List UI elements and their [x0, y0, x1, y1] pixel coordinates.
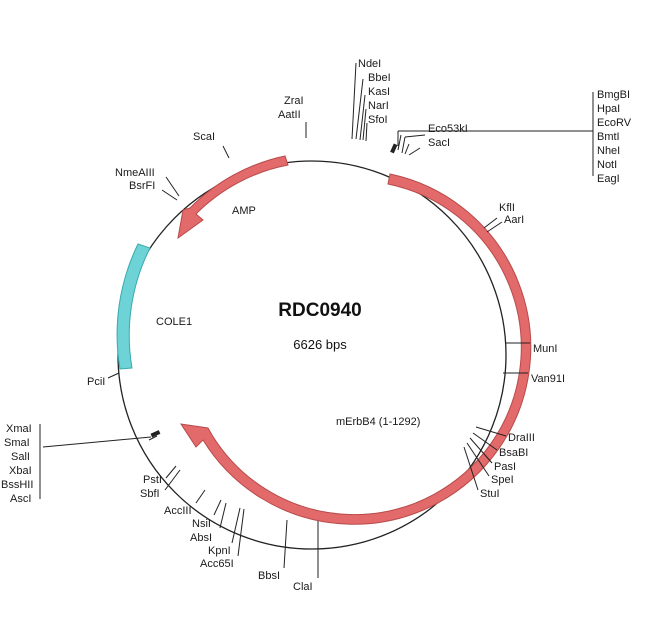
site-label: NdeI: [358, 58, 381, 70]
site-label: KflI: [499, 202, 515, 214]
site-group-eco53ki[interactable]: Eco53kI SacI: [401, 123, 468, 156]
site-group-van91i[interactable]: Van91I: [503, 372, 565, 385]
site-label: SacI: [428, 137, 450, 149]
erbb4-label: mErbB4 (1-1292): [336, 416, 420, 428]
site-group-bmgbi[interactable]: BmgBI HpaI EcoRV BmtI NheI NotI EagI: [397, 89, 632, 185]
site-label: PasI: [494, 461, 516, 473]
site-group-zrai[interactable]: ZraI AatII: [278, 95, 307, 138]
cole1-label: COLE1: [156, 316, 192, 328]
site-label: SalI: [11, 451, 30, 463]
erbb4-feature[interactable]: [179, 173, 532, 525]
site-label: AccIII: [164, 505, 192, 517]
site-label: EagI: [597, 173, 620, 185]
site-label: AatII: [278, 109, 301, 121]
site-label: NsiI: [192, 518, 211, 530]
site-label: NmeAIII: [115, 167, 155, 179]
plasmid-name: RDC0940: [278, 300, 361, 321]
site-label: SbfI: [140, 488, 160, 500]
site-label: SpeI: [491, 474, 514, 486]
amp-feature[interactable]: [177, 155, 289, 240]
site-label: MunI: [533, 343, 557, 355]
site-group-psti[interactable]: PstI SbfI: [140, 465, 181, 500]
site-group-kpni[interactable]: KpnI Acc65I: [200, 507, 245, 570]
site-group-nmeaiii[interactable]: NmeAIII BsrFI: [115, 167, 180, 201]
site-label: ClaI: [293, 581, 313, 593]
site-label: BmtI: [597, 131, 620, 143]
site-label: XmaI: [6, 423, 32, 435]
site-label: XbaI: [9, 465, 32, 477]
site-label: ScaI: [193, 131, 215, 143]
site-group-acciii[interactable]: AccIII: [164, 489, 206, 517]
site-group-draiii[interactable]: DraIII BsaBI PasI SpeI StuI: [463, 426, 535, 500]
site-label: DraIII: [508, 432, 535, 444]
site-label: AbsI: [190, 532, 212, 544]
site-label: ZraI: [284, 95, 304, 107]
site-label: BbsI: [258, 570, 280, 582]
site-label: SmaI: [4, 437, 30, 449]
site-label: Acc65I: [200, 558, 234, 570]
site-marker: [150, 430, 161, 438]
site-label: AscI: [10, 493, 31, 505]
site-label: BmgBI: [597, 89, 630, 101]
site-label: SfoI: [368, 114, 388, 126]
site-label: NheI: [597, 145, 620, 157]
site-label: KasI: [368, 86, 390, 98]
site-label: AarI: [504, 214, 524, 226]
site-group-pcii[interactable]: PciI: [87, 372, 120, 388]
site-label: KpnI: [208, 545, 231, 557]
site-label: Van91I: [531, 373, 565, 385]
cole1-feature[interactable]: [116, 243, 151, 370]
site-group-nsii[interactable]: NsiI AbsI: [190, 499, 227, 544]
site-group-kfli[interactable]: KflI AarI: [483, 202, 524, 233]
site-label: BbeI: [368, 72, 391, 84]
plasmid-size: 6626 bps: [293, 337, 347, 352]
site-marker: [390, 143, 398, 154]
site-label: BsrFI: [129, 180, 155, 192]
site-label: BsaBI: [499, 447, 528, 459]
site-label: PstI: [143, 474, 162, 486]
site-group-scai[interactable]: ScaI: [193, 131, 230, 159]
site-group-ndei[interactable]: NdeI BbeI KasI NarI SfoI: [351, 58, 391, 142]
site-label: PciI: [87, 376, 105, 388]
site-label: StuI: [480, 488, 500, 500]
site-label: Eco53kI: [428, 123, 468, 135]
site-label: EcoRV: [597, 117, 632, 129]
amp-label: AMP: [232, 205, 256, 217]
site-label: HpaI: [597, 103, 620, 115]
site-label: NarI: [368, 100, 389, 112]
site-label: NotI: [597, 159, 617, 171]
site-group-bbsi[interactable]: BbsI: [258, 519, 288, 582]
site-label: BssHII: [1, 479, 33, 491]
site-group-muni[interactable]: MunI: [506, 342, 557, 355]
site-group-xmai[interactable]: XmaI SmaI SalI XbaI BssHII AscI: [1, 423, 158, 505]
site-group-clai[interactable]: ClaI: [293, 521, 319, 593]
